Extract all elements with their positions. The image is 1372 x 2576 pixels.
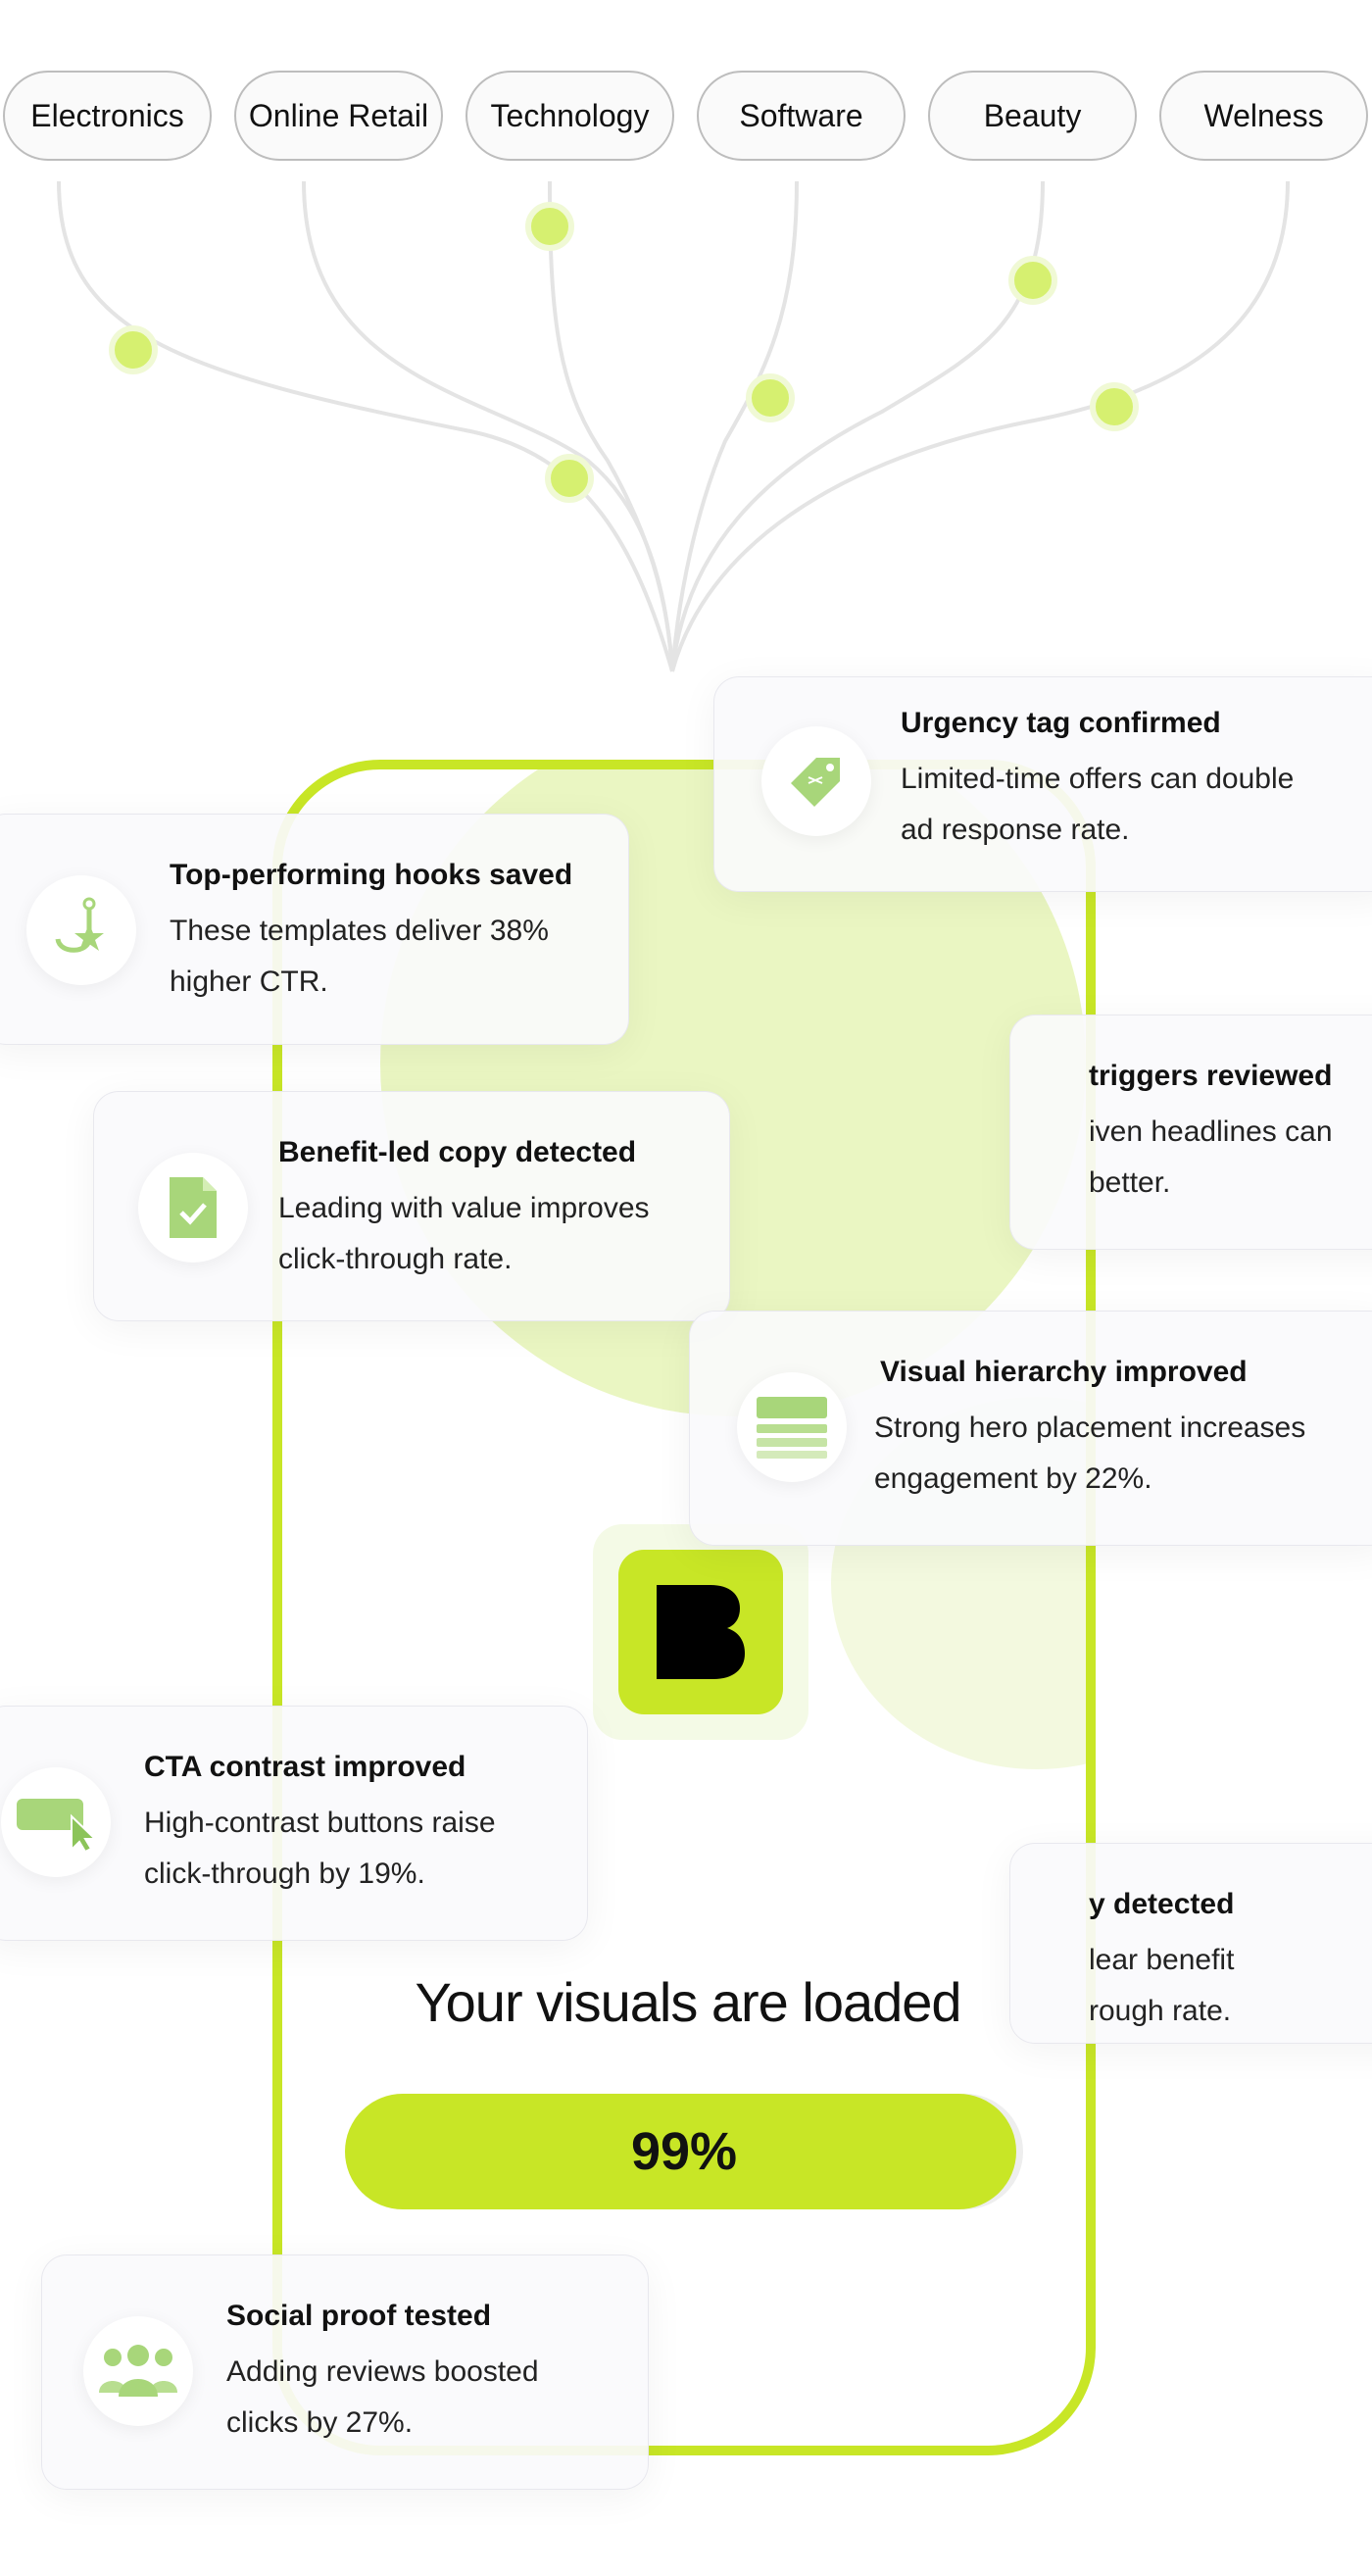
insight-card-hooks: Top-performing hooks saved These templat… xyxy=(0,814,629,1045)
industry-pill-electronics[interactable]: Electronics xyxy=(3,71,212,161)
tree-node xyxy=(109,325,158,374)
tree-node xyxy=(746,373,795,422)
card-icon-wrap xyxy=(1,1767,111,1877)
card-icon-wrap xyxy=(83,2316,193,2426)
hook-star-icon xyxy=(55,897,104,953)
card-title: Visual hierarchy improved xyxy=(880,1356,1248,1388)
card-title: CTA contrast improved xyxy=(144,1751,466,1783)
insight-card-hierarchy: Visual hierarchy improved Strong hero pl… xyxy=(689,1311,1372,1546)
card-icon-wrap xyxy=(138,1153,248,1263)
insight-card-social: Social proof tested Adding reviews boost… xyxy=(41,2254,649,2490)
card-title: y detected xyxy=(1089,1888,1235,1920)
tree-node xyxy=(525,202,574,251)
tree-nodes xyxy=(109,202,1139,503)
card-title: Social proof tested xyxy=(226,2300,492,2332)
loaded-title: Your visuals are loaded xyxy=(415,1971,961,2033)
card-title: triggers reviewed xyxy=(1089,1060,1333,1092)
progress-bar-fill xyxy=(345,2094,1017,2209)
card-title: Benefit-led copy detected xyxy=(278,1136,637,1168)
tree-node xyxy=(1008,256,1057,305)
card-icon-wrap xyxy=(26,875,136,985)
connection-tree xyxy=(57,180,1290,672)
price-tag-icon xyxy=(791,758,840,807)
card-icon-wrap xyxy=(737,1372,847,1482)
progress-bar: 99% xyxy=(345,2094,1023,2209)
people-icon xyxy=(99,2345,177,2397)
brand-b-icon xyxy=(657,1585,745,1679)
industry-pill-software[interactable]: Software xyxy=(697,71,906,161)
tree-node xyxy=(545,454,594,503)
card-title: Urgency tag confirmed xyxy=(901,707,1221,739)
industry-pills: Electronics Online Retail Technology Sof… xyxy=(0,71,1372,165)
layers-icon xyxy=(757,1397,827,1459)
insight-card-urgency: Urgency tag confirmed Limited-time offer… xyxy=(713,676,1372,892)
industry-pill-welness[interactable]: Welness xyxy=(1159,71,1368,161)
logo-tile xyxy=(593,1524,808,1740)
card-title: Top-performing hooks saved xyxy=(170,859,573,891)
insight-card-benefit: Benefit-led copy detected Leading with v… xyxy=(93,1091,730,1321)
industry-pill-beauty[interactable]: Beauty xyxy=(928,71,1137,161)
card-icon-wrap xyxy=(761,726,871,836)
card-description: These templates deliver 38%higher CTR. xyxy=(170,915,549,998)
insight-card-cta: CTA contrast improved High-contrast butt… xyxy=(0,1706,588,1941)
brand-logo xyxy=(618,1550,783,1714)
cursor-button-icon xyxy=(17,1799,97,1852)
document-check-icon xyxy=(170,1177,217,1238)
industry-pill-technology[interactable]: Technology xyxy=(466,71,674,161)
industry-pill-online-retail[interactable]: Online Retail xyxy=(234,71,443,161)
tree-node xyxy=(1090,382,1139,431)
progress-label: 99% xyxy=(630,2122,738,2181)
